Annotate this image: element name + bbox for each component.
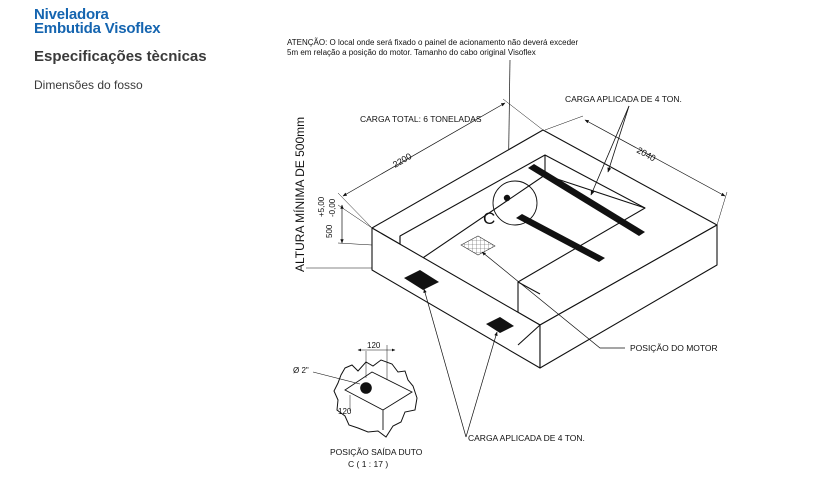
load-strip-bottom-right	[486, 317, 514, 333]
brand-line-1: Niveladora	[34, 6, 109, 23]
page-subtitle: Dimensões do fosso	[34, 78, 143, 92]
motor-position-label: POSIÇÃO DO MOTOR	[630, 343, 718, 353]
motor-grid-plate	[460, 235, 496, 256]
load-strip-bottom-left	[404, 270, 439, 290]
applied-load-top-label: CARGA APLICADA DE 4 TON.	[565, 94, 682, 104]
applied-load-bottom-label: CARGA APLICADA DE 4 TON.	[468, 433, 585, 443]
duct-hole	[360, 382, 372, 394]
brand-line-2: Embutida Visoflex	[34, 20, 161, 37]
duct-detail: Ø 2" 120 120 POSIÇÃO SAÍDA DUTO C ( 1 : …	[293, 341, 423, 469]
load-strips	[404, 164, 645, 333]
detail-circle	[492, 180, 538, 226]
min-height-label: ALTURA MÍNIMA DE 500mm	[292, 117, 307, 272]
duct-position-label: POSIÇÃO SAÍDA DUTO	[330, 447, 423, 457]
attention-note-line-2: 5m em relação a posição do motor. Tamanh…	[287, 48, 536, 57]
pit-side-face	[539, 224, 718, 369]
attention-note-line-1: ATENÇÃO: O local onde será fixado o pain…	[287, 38, 578, 47]
depth-dimension: +5,00 -0,00 500	[317, 196, 373, 246]
tolerance-plus: +5,00	[317, 196, 326, 217]
total-load-label: CARGA TOTAL: 6 TONELADAS	[360, 114, 482, 124]
brand-logo: Niveladora Embutida Visoflex	[34, 6, 161, 37]
pit-block	[371, 129, 718, 369]
load-strip-top-rear	[528, 164, 645, 236]
dim-width-value: 2040	[635, 145, 657, 163]
detail-marker-label: C	[483, 209, 495, 228]
duct-detail-break-outline	[333, 359, 418, 438]
duct-dim-top: 120	[367, 341, 381, 350]
duct-diameter-label: Ø 2"	[293, 366, 309, 375]
tolerance-minus: -0,00	[328, 198, 337, 217]
depth-value: 500	[325, 224, 334, 238]
duct-scale-label: C ( 1 : 17 )	[348, 459, 388, 469]
dim-length-value: 2200	[391, 151, 413, 170]
page-title: Especificações tècnicas	[34, 48, 207, 65]
duct-dim-side: 120	[338, 407, 352, 416]
load-strip-top-front	[516, 214, 605, 262]
duct-hole-marker	[503, 194, 511, 202]
